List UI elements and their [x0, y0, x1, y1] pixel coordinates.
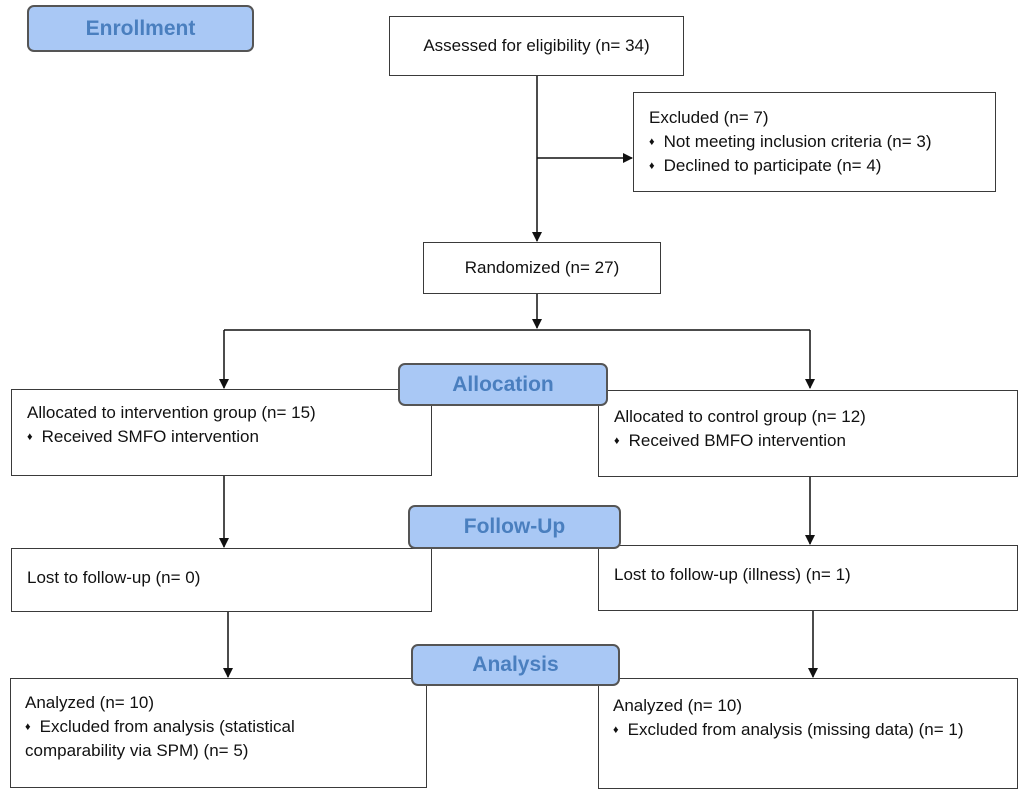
- excluded-item: ♦Not meeting inclusion criteria (n= 3): [649, 132, 932, 151]
- analyzed-control-item: ♦Excluded from analysis (missing data) (…: [613, 720, 964, 739]
- stage-allocation: Allocation: [398, 363, 608, 406]
- bullet-icon: ♦: [613, 724, 619, 736]
- analyzed-intervention-title: Analyzed (n= 10): [25, 693, 154, 712]
- stage-analysis: Analysis: [411, 644, 620, 686]
- alloc-control-title: Allocated to control group (n= 12): [614, 407, 866, 426]
- box-alloc-intervention: Allocated to intervention group (n= 15) …: [11, 389, 432, 476]
- alloc-intervention-item: ♦Received SMFO intervention: [27, 427, 259, 446]
- excluded-title: Excluded (n= 7): [649, 108, 769, 127]
- box-lost-control: Lost to follow-up (illness) (n= 1): [598, 545, 1018, 611]
- randomized-text: Randomized (n= 27): [464, 258, 620, 277]
- lost-intervention-text: Lost to follow-up (n= 0): [27, 568, 201, 587]
- alloc-intervention-title: Allocated to intervention group (n= 15): [27, 403, 316, 422]
- stage-enrollment: Enrollment: [27, 5, 254, 52]
- analyzed-intervention-item: ♦Excluded from analysis (statistical: [25, 717, 295, 736]
- excluded-item: ♦Declined to participate (n= 4): [649, 156, 882, 175]
- box-excluded: Excluded (n= 7) ♦Not meeting inclusion c…: [633, 92, 996, 192]
- stage-follow-up: Follow-Up: [408, 505, 621, 549]
- box-randomized: Randomized (n= 27): [423, 242, 661, 294]
- box-alloc-control: Allocated to control group (n= 12) ♦Rece…: [598, 390, 1018, 477]
- box-analyzed-intervention: Analyzed (n= 10) ♦Excluded from analysis…: [10, 678, 427, 788]
- bullet-icon: ♦: [25, 721, 31, 733]
- assessed-text: Assessed for eligibility (n= 34): [423, 36, 650, 55]
- alloc-control-item: ♦Received BMFO intervention: [614, 431, 846, 450]
- box-analyzed-control: Analyzed (n= 10) ♦Excluded from analysis…: [598, 678, 1018, 789]
- lost-control-text: Lost to follow-up (illness) (n= 1): [614, 565, 851, 584]
- analyzed-intervention-item-cont: comparability via SPM) (n= 5): [25, 741, 249, 760]
- box-assessed: Assessed for eligibility (n= 34): [389, 16, 684, 76]
- analyzed-control-title: Analyzed (n= 10): [613, 696, 742, 715]
- box-lost-intervention: Lost to follow-up (n= 0): [11, 548, 432, 612]
- bullet-icon: ♦: [649, 160, 655, 172]
- bullet-icon: ♦: [614, 435, 620, 447]
- bullet-icon: ♦: [649, 136, 655, 148]
- bullet-icon: ♦: [27, 431, 33, 443]
